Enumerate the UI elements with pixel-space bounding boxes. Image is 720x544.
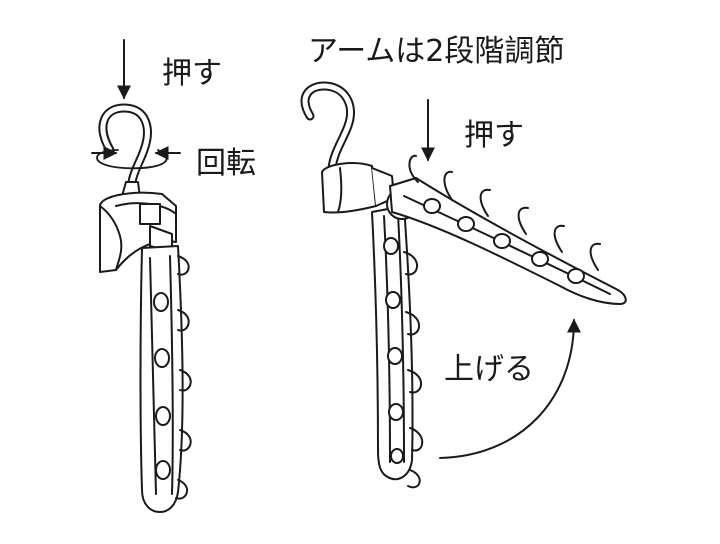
- folded-holes: [154, 293, 170, 479]
- vertical-arm-holes: [384, 238, 403, 463]
- push-label-right: 押す: [464, 118, 524, 153]
- shoulder-block-right: [322, 163, 376, 212]
- raise-label: 上げる: [444, 352, 534, 387]
- diagram-title: アームは2段階調節: [308, 34, 565, 69]
- raised-arm-holes: [424, 199, 584, 283]
- folded-side-hooks: [176, 256, 191, 499]
- raise-arrow: [440, 318, 581, 458]
- push-label-left: 押す: [162, 56, 222, 91]
- folded-hanger: [92, 40, 191, 512]
- vertical-arm-hooks: [404, 252, 422, 487]
- rotate-label: 回転: [196, 146, 256, 181]
- opened-hanger: [305, 86, 626, 487]
- raised-arm-hooks: [409, 156, 600, 270]
- hook-right: [305, 86, 350, 168]
